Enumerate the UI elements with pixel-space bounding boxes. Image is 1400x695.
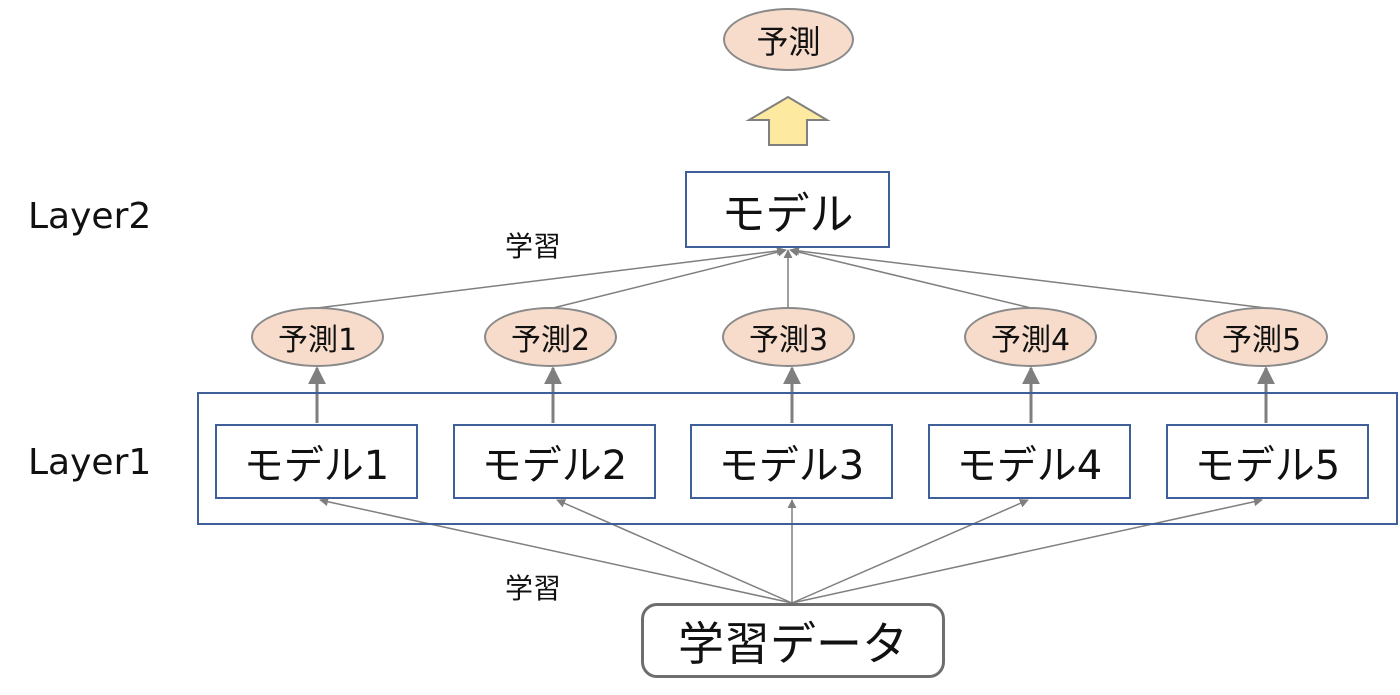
training-data-box: 学習データ (641, 603, 945, 678)
upper-training-label: 学習 (505, 230, 562, 263)
arrow-pred1-model (316, 246, 786, 309)
prediction-node-2: 予測2 (484, 307, 617, 367)
lower-training-label: 学習 (505, 572, 562, 605)
final-prediction-label: 予測 (756, 22, 821, 61)
layer1-frame (197, 392, 1398, 525)
arrow-data-model1 (319, 497, 793, 604)
base-model-label: モデル4 (956, 442, 1103, 489)
training-data-label: 学習データ (678, 616, 908, 671)
base-model-box-2: モデル2 (453, 424, 656, 499)
prediction-node-5: 予測5 (1195, 307, 1328, 367)
base-model-box-5: モデル5 (1166, 424, 1369, 499)
data-to-model-arrows (319, 497, 1263, 604)
layer2-label: Layer2 (28, 196, 152, 237)
arrow-data-model5 (791, 497, 1263, 604)
base-model-box-1: モデル1 (215, 424, 418, 499)
meta-model-box: モデル (685, 171, 890, 248)
prediction-label: 予測4 (990, 323, 1071, 358)
prediction-node-3: 予測3 (722, 307, 855, 367)
base-model-box-4: モデル4 (928, 424, 1131, 499)
prediction-node-1: 予測1 (251, 307, 384, 367)
prediction-to-model-arrows (316, 246, 1267, 309)
base-model-label: モデル2 (481, 442, 628, 489)
arrow-pred2-model (552, 247, 787, 309)
arrow-pred4-model (789, 247, 1032, 309)
meta-model-label: モデル (721, 188, 854, 240)
arrow-data-model4 (791, 499, 1029, 604)
arrow-pred5-model (790, 246, 1267, 309)
prediction-label: 予測3 (748, 323, 829, 358)
base-model-label: モデル3 (718, 442, 865, 489)
base-model-box-3: モデル3 (690, 424, 893, 499)
prediction-label: 予測5 (1221, 323, 1302, 358)
prediction-label: 予測2 (510, 323, 591, 358)
final-prediction-node: 予測 (723, 8, 854, 71)
model-to-prediction-arrows (308, 366, 1275, 423)
base-model-label: モデル5 (1194, 442, 1341, 489)
up-arrow-icon (745, 95, 831, 146)
base-model-label: モデル1 (243, 442, 390, 489)
layer1-label: Layer1 (28, 442, 152, 483)
prediction-label: 予測1 (277, 323, 358, 358)
arrow-data-model2 (556, 499, 793, 604)
prediction-node-4: 予測4 (964, 307, 1097, 367)
